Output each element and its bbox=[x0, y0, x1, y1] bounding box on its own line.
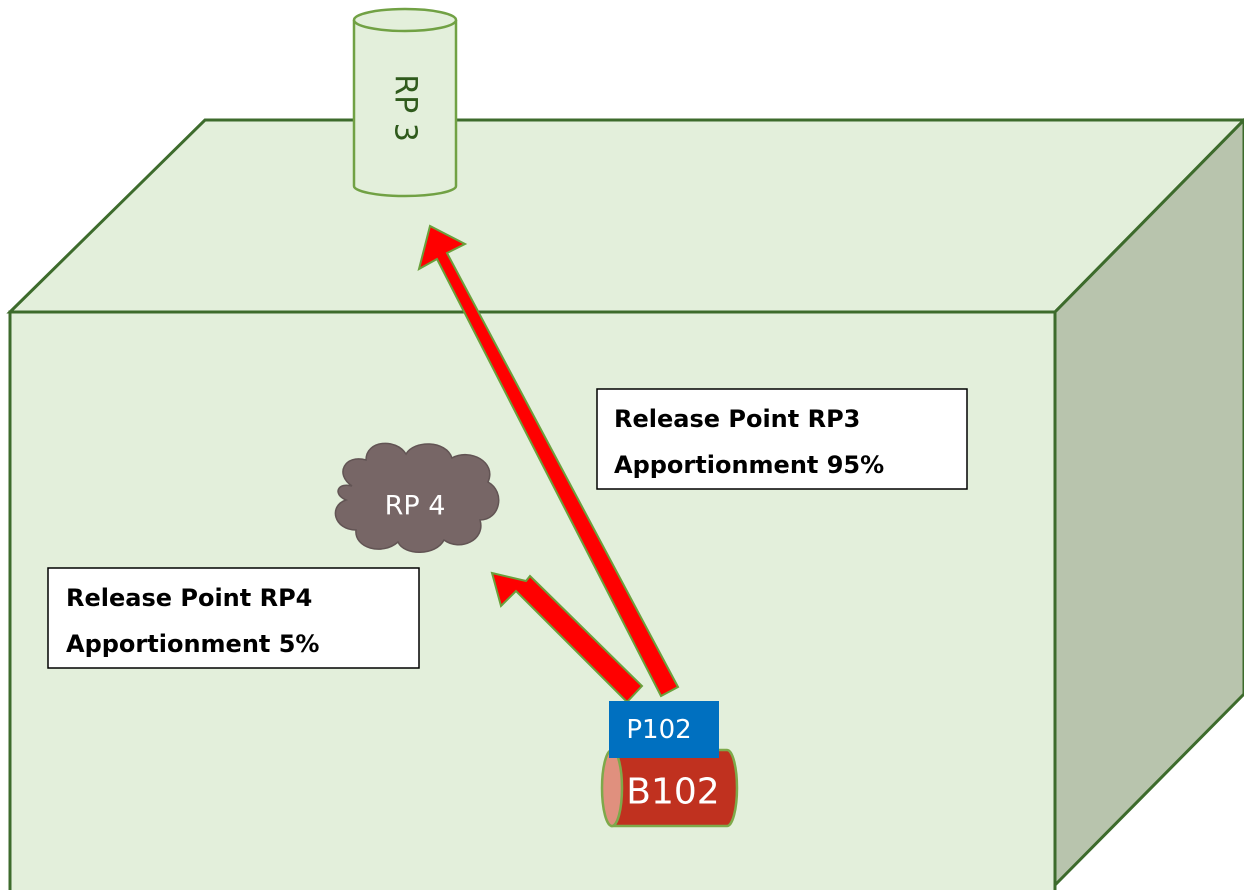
callout-rp4: Release Point RP4 Apportionment 5% bbox=[47, 567, 420, 669]
p102-label: P102 bbox=[626, 715, 691, 745]
p102-tag: P102 bbox=[609, 701, 719, 758]
callout-rp4-line2: Apportionment 5% bbox=[66, 630, 319, 658]
callout-rp3-line2: Apportionment 95% bbox=[614, 451, 884, 479]
room-top-face bbox=[6, 118, 1244, 314]
b102-drum: B102 bbox=[600, 748, 739, 828]
callout-rp3-line1: Release Point RP3 bbox=[614, 405, 860, 433]
b102-label: B102 bbox=[626, 772, 719, 813]
rp4-label: RP 4 bbox=[385, 491, 446, 522]
rp3-cylinder: RP 3 bbox=[352, 7, 458, 198]
rp3-label: RP 3 bbox=[388, 74, 423, 142]
rp4-cloud: RP 4 bbox=[334, 442, 500, 553]
callout-rp4-line1: Release Point RP4 bbox=[66, 584, 312, 612]
flow-arrow-to-rp3 bbox=[417, 224, 680, 698]
callout-rp3: Release Point RP3 Apportionment 95% bbox=[596, 388, 968, 490]
flow-arrow-to-rp4 bbox=[490, 571, 644, 704]
